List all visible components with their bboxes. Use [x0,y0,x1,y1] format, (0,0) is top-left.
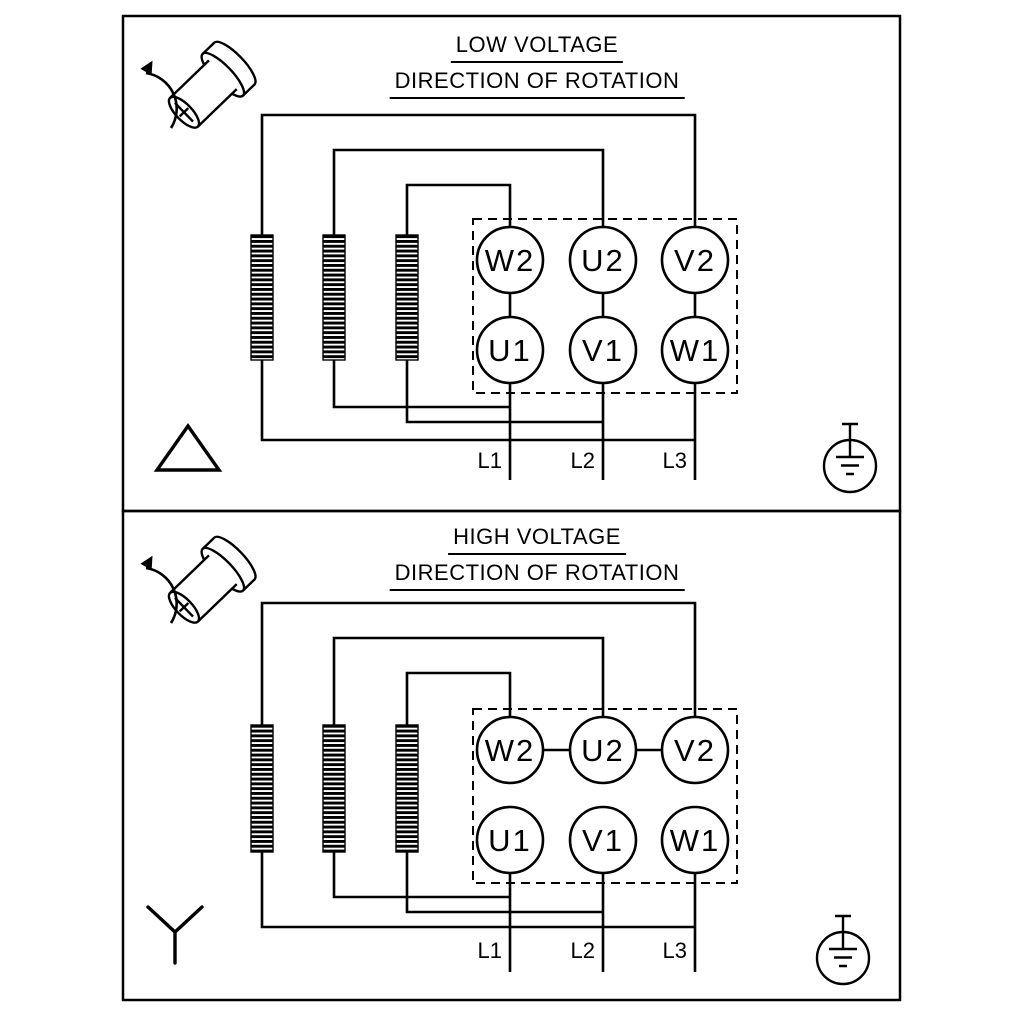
winding-top-wires [260,113,697,235]
winding-coil [250,724,274,853]
terminal-label: U1 [488,823,532,858]
winding-bottom-wires [260,852,695,929]
terminal-label: W1 [670,823,721,858]
terminal-W2 [475,225,545,295]
low-voltage-panel: W2 U2 V2 U1 V1 W1 L1 L2 L3 [121,14,902,513]
low-voltage-subtitle: DIRECTION OF ROTATION [389,68,685,99]
rotation-direction-arrow-icon [139,554,178,625]
terminal-label: W2 [485,733,536,768]
winding-coil [395,234,419,361]
terminal-label: W2 [485,243,536,278]
terminal-label: U2 [581,733,625,768]
terminal-box-outline [472,218,738,394]
terminal-label: V1 [582,333,624,368]
high-voltage-title: HIGH VOLTAGE [448,524,626,555]
winding-bottom-wires [260,360,695,442]
terminal-label: V2 [674,243,716,278]
terminal-W1 [660,315,730,385]
winding-coil [322,724,346,853]
winding-coil [395,724,419,853]
terminal-label: V2 [674,733,716,768]
star-symbol-icon [146,905,204,965]
low-voltage-title: LOW VOLTAGE [450,32,624,63]
supply-line-label: L1 [478,448,502,473]
high-voltage-panel-border [121,509,902,1002]
supply-line-wires [508,383,697,480]
winding-top-wires [260,601,697,725]
winding-coil [250,234,274,361]
terminal-U2 [568,225,638,295]
terminal-label: V1 [582,823,624,858]
terminal-U2 [568,715,638,785]
terminal-label: W1 [670,333,721,368]
high-voltage-panel: W2 U2 V2 U1 V1 W1 L1 L2 L3 [121,509,902,1002]
terminal-V1 [568,315,638,385]
supply-line-label: L1 [478,938,502,963]
supply-line-wires [508,873,697,972]
terminal-V2 [660,225,730,295]
terminal-U1 [475,315,545,385]
terminal-U1 [475,805,545,875]
terminal-W1 [660,805,730,875]
supply-line-label: L2 [571,448,595,473]
terminal-V1 [568,805,638,875]
rotation-direction-arrow-icon [139,59,178,130]
supply-line-label: L3 [663,448,687,473]
terminal-label: U2 [581,243,625,278]
winding-coil [322,234,346,361]
delta-symbol-icon [153,423,223,472]
terminal-box-outline [472,708,738,884]
ground-symbol-icon [822,422,878,494]
ground-symbol-icon [815,914,871,986]
terminal-W2 [475,715,545,785]
supply-line-label: L2 [571,938,595,963]
delta-bridge-links [508,293,697,317]
terminal-V2 [660,715,730,785]
terminal-label: U1 [488,333,532,368]
supply-line-label: L3 [663,938,687,963]
high-voltage-subtitle: DIRECTION OF ROTATION [389,560,685,591]
